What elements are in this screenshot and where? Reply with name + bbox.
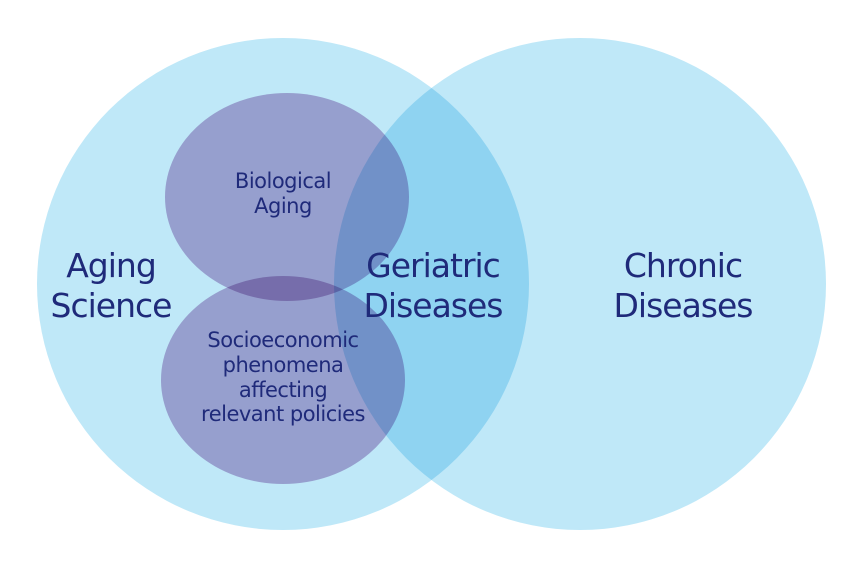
biological-aging-label: Biological Aging xyxy=(203,169,363,219)
aging-science-label: Aging Science xyxy=(36,246,186,325)
biological-aging-line-1: Biological xyxy=(234,169,332,193)
chronic-diseases-circle xyxy=(334,38,826,530)
geriatric-diseases-line-1: Geriatric xyxy=(366,246,501,285)
aging-science-line-2: Science xyxy=(50,285,173,325)
socioeconomic-ellipse xyxy=(161,276,405,484)
geriatric-diseases-line-2: Diseases xyxy=(363,285,504,325)
socioeconomic-line-2: phenomena xyxy=(222,352,344,377)
socioeconomic-label: Socioeconomic phenomena affecting releva… xyxy=(183,328,383,427)
biological-aging-line-2: Aging xyxy=(254,193,312,218)
aging-science-line-1: Aging xyxy=(66,246,157,285)
chronic-diseases-line-2: Diseases xyxy=(613,285,754,325)
socioeconomic-line-3: affecting xyxy=(238,377,328,402)
chronic-diseases-label: Chronic Diseases xyxy=(598,246,768,325)
biological-aging-ellipse xyxy=(165,93,409,301)
chronic-diseases-line-1: Chronic xyxy=(623,246,743,285)
socioeconomic-line-4: relevant policies xyxy=(201,402,365,427)
socioeconomic-line-1: Socioeconomic xyxy=(207,328,359,352)
geriatric-diseases-label: Geriatric Diseases xyxy=(348,246,518,325)
